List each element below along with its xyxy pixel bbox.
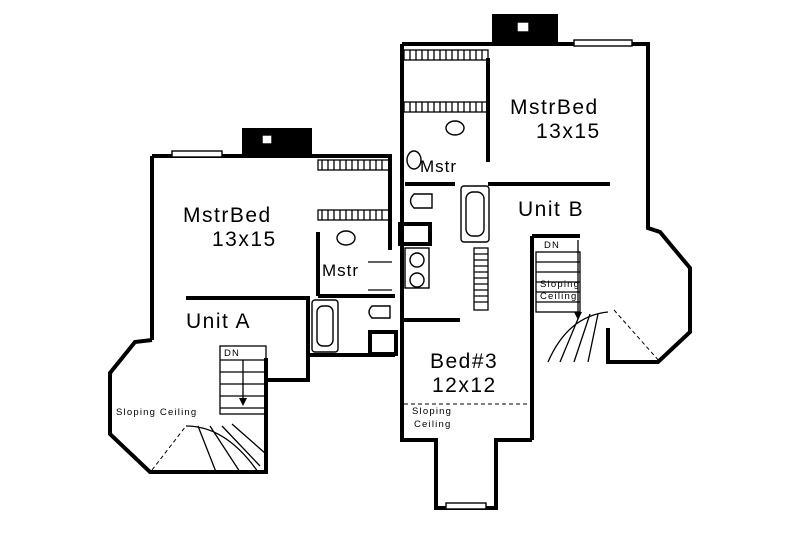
unit-a-dn-label: DN bbox=[224, 348, 240, 359]
sink-unit-a bbox=[336, 230, 356, 246]
bed3-sloping-line2: Ceiling bbox=[414, 419, 451, 430]
unit-b-label: Unit B bbox=[518, 198, 584, 221]
sink-unit-b-2 bbox=[406, 150, 422, 170]
unit-a-mstr-bath-label: Mstr bbox=[322, 261, 359, 280]
unit-b-sloping-line2: Ceiling bbox=[540, 291, 577, 302]
stair-unit-b bbox=[535, 240, 661, 363]
arrow-down-icon bbox=[239, 398, 247, 406]
sink-unit-b bbox=[445, 120, 465, 136]
unit-b-mstr-bath-label: Mstr bbox=[420, 157, 457, 176]
unit-a-mstr-bed-size: 13x15 bbox=[212, 228, 277, 251]
unit-a-label: Unit A bbox=[186, 310, 251, 333]
chimney-flue bbox=[516, 21, 530, 33]
unit-b-mstr-bed-size: 13x15 bbox=[536, 120, 601, 143]
unit-b-mstr-bed-label: MstrBed bbox=[510, 96, 599, 119]
bed3-walls bbox=[400, 320, 532, 510]
bed3-label: Bed#3 bbox=[430, 350, 498, 373]
window-bed3 bbox=[445, 502, 487, 510]
toilet-unit-a bbox=[368, 305, 391, 319]
bed3-size: 12x12 bbox=[432, 374, 497, 397]
unit-b-sloping-line1: Sloping bbox=[540, 279, 580, 290]
unit-a-sloping-ceiling: Sloping Ceiling bbox=[116, 407, 197, 418]
window-unit-b-bed bbox=[573, 39, 633, 47]
closet-unit-b bbox=[403, 49, 489, 113]
shared-core bbox=[368, 222, 489, 356]
toilet-unit-b bbox=[409, 193, 433, 209]
unit-b-dn-label: DN bbox=[544, 240, 560, 251]
chimney-unit-a bbox=[242, 128, 312, 156]
stair-unit-a bbox=[151, 345, 267, 473]
window-unit-a-bed bbox=[171, 150, 223, 158]
unit-a-mstr-bed-label: MstrBed bbox=[183, 204, 272, 227]
closet-unit-a bbox=[317, 159, 391, 221]
bed3-sloping-line1: Sloping bbox=[412, 406, 452, 417]
chimney-flue bbox=[261, 134, 273, 145]
unit-b-walls bbox=[400, 42, 692, 440]
